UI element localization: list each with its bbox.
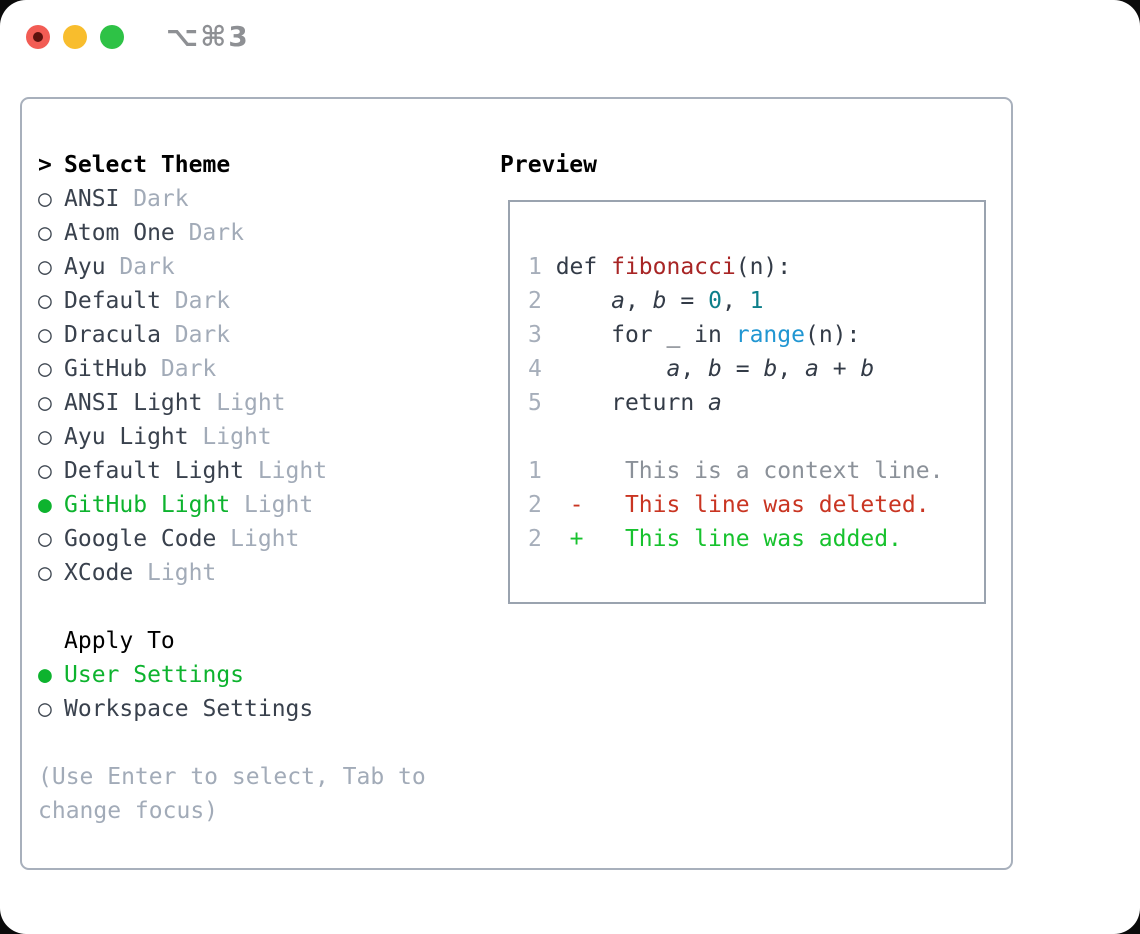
theme-option-dracula-dark[interactable]: ○ Dracula Dark: [38, 318, 478, 352]
theme-name: GitHub: [64, 356, 148, 382]
theme-option-ayu-light[interactable]: ○ Ayu Light Light: [38, 420, 478, 454]
apply-option-label: Workspace Settings: [64, 696, 314, 722]
radio-unselected-icon: ○: [38, 560, 52, 586]
apply-option-workspace-settings[interactable]: ○ Workspace Settings: [38, 692, 478, 726]
theme-name: Default Light: [64, 458, 245, 484]
spacer-row: [38, 726, 478, 760]
select-theme-header: > Select Theme: [38, 148, 478, 182]
radio-unselected-icon: ○: [38, 322, 52, 348]
focus-caret-icon: >: [38, 152, 52, 178]
theme-option-ansi-light[interactable]: ○ ANSI Light Light: [38, 386, 478, 420]
theme-option-github-dark[interactable]: ○ GitHub Dark: [38, 352, 478, 386]
spacer-row: [38, 590, 478, 624]
theme-option-atom-one-dark[interactable]: ○ Atom One Dark: [38, 216, 478, 250]
theme-variant-tag: Dark: [188, 220, 244, 246]
minimize-button[interactable]: [63, 25, 87, 49]
theme-variant-tag: Dark: [160, 356, 217, 382]
theme-variant-tag: Light: [257, 458, 328, 484]
radio-unselected-icon: ○: [38, 696, 52, 722]
theme-variant-tag: Dark: [119, 254, 175, 280]
radio-unselected-icon: ○: [38, 220, 52, 246]
theme-variant-tag: Light: [230, 526, 300, 552]
theme-variant-tag: Dark: [174, 288, 231, 314]
theme-option-google-code-light[interactable]: ○ Google Code Light: [38, 522, 478, 556]
theme-name: Ayu: [64, 254, 106, 280]
apply-to-label: Apply To: [64, 628, 175, 654]
radio-unselected-icon: ○: [38, 390, 52, 416]
radio-unselected-icon: ○: [38, 254, 52, 280]
radio-unselected-icon: ○: [38, 526, 52, 552]
hint-text-line2: change focus): [38, 798, 219, 824]
radio-unselected-icon: ○: [38, 356, 52, 382]
theme-option-ansi-dark[interactable]: ○ ANSI Dark: [38, 182, 478, 216]
theme-name: ANSI Light: [64, 390, 203, 416]
zoom-button[interactable]: [100, 25, 124, 49]
theme-variant-tag: Dark: [174, 322, 231, 348]
record-dot-icon: [33, 32, 43, 42]
theme-option-default-dark[interactable]: ○ Default Dark: [38, 284, 478, 318]
theme-option-default-light[interactable]: ○ Default Light Light: [38, 454, 478, 488]
titlebar: ⌥⌘3: [0, 0, 1140, 75]
theme-option-github-light-selected[interactable]: ● GitHub Light Light: [38, 488, 478, 522]
empty-marker: [38, 624, 64, 658]
close-button[interactable]: [26, 25, 50, 49]
theme-variant-tag: Light: [216, 390, 286, 416]
theme-variant-tag: Light: [147, 560, 217, 586]
theme-name: Ayu Light: [64, 424, 189, 450]
theme-name: GitHub Light: [64, 492, 231, 518]
theme-option-ayu-dark[interactable]: ○ Ayu Dark: [38, 250, 478, 284]
theme-variant-tag: Dark: [133, 186, 189, 212]
preview-title: Preview: [500, 152, 597, 178]
apply-option-label: User Settings: [64, 662, 245, 688]
hint-text-line1: (Use Enter to select, Tab to: [38, 764, 426, 790]
radio-selected-icon: ●: [38, 662, 52, 688]
theme-variant-tag: Light: [202, 424, 272, 450]
theme-name: Default: [64, 288, 161, 314]
apply-option-user-settings[interactable]: ● User Settings: [38, 658, 478, 692]
theme-name: Dracula: [64, 322, 161, 348]
theme-name: Atom One: [64, 220, 175, 246]
theme-name: Google Code: [64, 526, 217, 552]
theme-variant-tag: Light: [243, 492, 314, 518]
radio-unselected-icon: ○: [38, 424, 52, 450]
select-theme-label: Select Theme: [64, 152, 231, 178]
radio-unselected-icon: ○: [38, 458, 52, 484]
radio-unselected-icon: ○: [38, 186, 52, 212]
apply-to-header: Apply To: [38, 624, 478, 658]
radio-unselected-icon: ○: [38, 288, 52, 314]
radio-selected-icon: ●: [38, 492, 52, 518]
window-title: ⌥⌘3: [166, 20, 250, 53]
theme-name: XCode: [64, 560, 134, 586]
theme-name: ANSI: [64, 186, 120, 212]
theme-option-xcode-light[interactable]: ○ XCode Light: [38, 556, 478, 590]
